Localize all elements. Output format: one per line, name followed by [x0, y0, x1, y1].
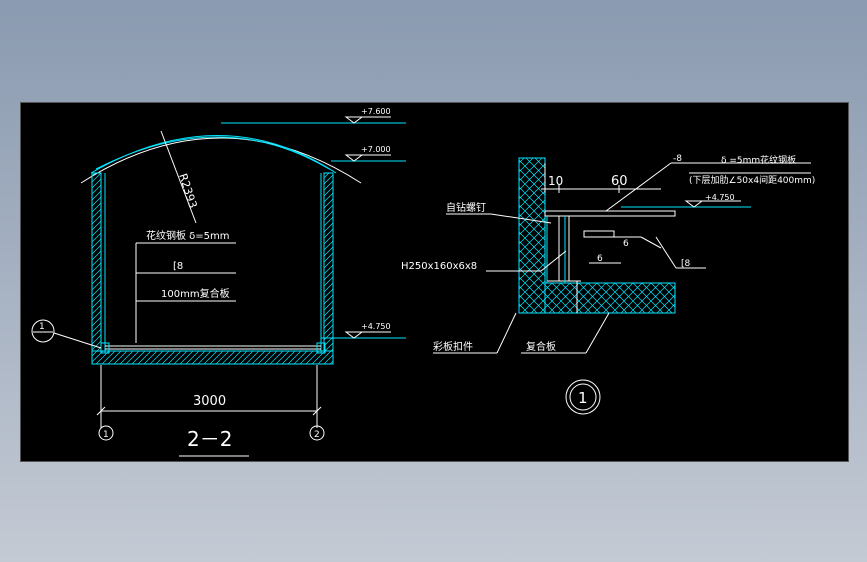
detail-title-circle [565, 379, 601, 415]
elev-mid: +7.000 [361, 145, 391, 154]
dim-width: 3000 [193, 394, 226, 409]
section-title: 2－2 [187, 427, 232, 451]
grid-bubble-1 [98, 425, 114, 441]
cad-drawing: +7.600 +7.000 +4.750 R2393 花纹钢板 δ=5mm [8… [31, 107, 815, 457]
elev-top: +7.600 [361, 107, 391, 116]
dim-10: 10 [548, 174, 563, 188]
detail-wall [518, 157, 546, 314]
radius-label: R2393 [176, 172, 199, 210]
label-plate: δ =5mm花纹钢板 [721, 154, 796, 166]
arch-inner-2 [95, 136, 330, 170]
left-wall [91, 172, 102, 352]
elev-floor: +4.750 [361, 322, 391, 331]
detail-plate [544, 210, 676, 217]
label-rib: (下层加肋∠50x4间距400mm) [689, 174, 815, 186]
label-checker-plate: 花纹钢板 δ=5mm [146, 229, 230, 242]
label-channel: [8 [173, 261, 183, 272]
detail-title: 1 [578, 389, 588, 407]
svg-text:2: 2 [314, 430, 320, 440]
label-detail-channel: [8 [681, 259, 691, 269]
section-2-2: +7.600 +7.000 +4.750 R2393 花纹钢板 δ=5mm [8… [31, 107, 406, 457]
drawing-canvas: +7.600 +7.000 +4.750 R2393 花纹钢板 δ=5mm [8… [20, 102, 849, 462]
detail-ref-number: 1 [39, 322, 45, 332]
label-composite: 复合板 [526, 340, 556, 353]
svg-text:6: 6 [597, 254, 603, 264]
detail-elev: +4.750 [705, 193, 735, 202]
radius-leader [160, 130, 197, 224]
grid-bubble-2 [309, 425, 325, 441]
label-trim: 彩板扣件 [433, 340, 473, 353]
label-minus-8: -8 [673, 154, 682, 164]
dim-60: 60 [611, 174, 628, 189]
floor-slab [91, 350, 334, 365]
right-wall [323, 172, 334, 352]
detail-channel [583, 230, 615, 238]
label-screw: 自钻螺钉 [446, 201, 486, 214]
detail-1: 10 60 -8 δ =5mm花纹钢板 (下层加肋∠50x4间距400mm) +… [401, 154, 815, 415]
label-composite-board: 100mm复合板 [161, 287, 230, 300]
label-h-beam: H250x160x6x8 [401, 261, 477, 272]
svg-text:1: 1 [103, 430, 109, 440]
arch-outer [80, 137, 362, 184]
detail-slab [544, 282, 676, 314]
detail-ref-circle [31, 319, 55, 343]
svg-text:6: 6 [623, 239, 629, 249]
